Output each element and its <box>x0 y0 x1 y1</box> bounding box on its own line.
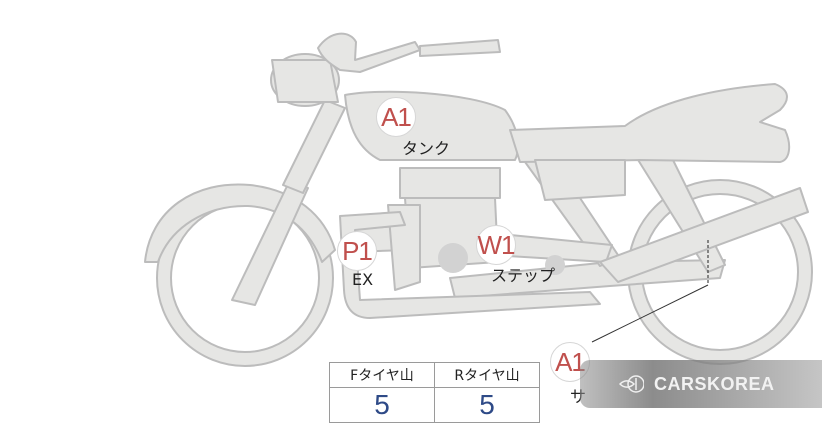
caption-tank: タンク <box>402 139 451 158</box>
engine <box>399 167 501 199</box>
muffler <box>599 187 809 283</box>
carskorea-watermark: CARSKOREA <box>580 360 822 408</box>
rear-tire-value: 5 <box>434 387 540 423</box>
leader-line <box>591 284 709 343</box>
marker-p1-ex[interactable]: P1 <box>337 231 377 271</box>
marker-w1-step[interactable]: W1 <box>476 225 516 265</box>
seat <box>509 83 791 163</box>
caption-ex: EX <box>352 270 374 289</box>
exhaust-pipe <box>339 211 601 319</box>
handlebar <box>317 32 421 73</box>
front-fork <box>231 179 309 306</box>
front-tire-header: Fタイヤ山 <box>329 362 435 388</box>
marker-a1-tank[interactable]: A1 <box>376 97 416 137</box>
watermark-brand-text: CARSKOREA <box>654 373 775 394</box>
front-tire-value: 5 <box>329 387 435 423</box>
tire-tread-table: Fタイヤ山 Rタイヤ山 5 5 <box>329 362 540 423</box>
caption-step: ステップ <box>491 266 556 285</box>
flame-logo-icon <box>618 372 645 396</box>
rear-tire-header: Rタイヤ山 <box>434 362 540 388</box>
